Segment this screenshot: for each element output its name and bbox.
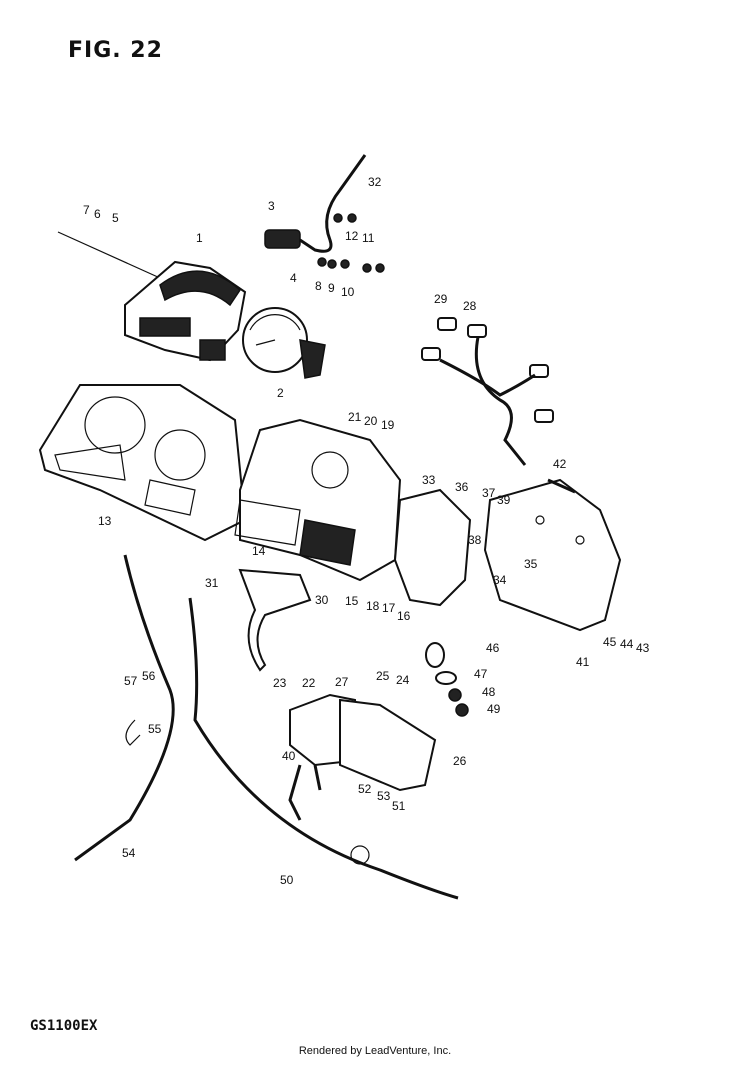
parts-diagram: 1 2 3 4 5 6 7 8 9 10 11 12 13 14 15 16 1… — [38, 154, 650, 900]
callout: 5 — [112, 211, 119, 225]
socket-part-3 — [264, 229, 301, 249]
callout: 13 — [98, 514, 112, 528]
callout: 21 — [348, 410, 362, 424]
model-code: GS1100EX — [30, 1018, 98, 1034]
callout: 20 — [364, 414, 378, 428]
callout: 31 — [205, 576, 219, 590]
callout: 29 — [434, 292, 448, 306]
callout: 18 — [366, 599, 380, 613]
clip-part-55 — [125, 719, 141, 746]
callout: 11 — [362, 231, 375, 245]
callout: 22 — [302, 676, 316, 690]
callout: 2 — [277, 386, 284, 400]
cable-part-50 — [188, 597, 459, 900]
callout: 40 — [282, 749, 296, 763]
callout: 12 — [345, 229, 359, 243]
callout: 30 — [315, 593, 329, 607]
tachometer-part-2 — [242, 307, 326, 379]
meter-case-part-13 — [38, 384, 247, 542]
callout: 42 — [553, 457, 567, 471]
callout-labels: 1 2 3 4 5 6 7 8 9 10 11 12 13 14 15 16 1… — [83, 175, 650, 887]
callout: 23 — [273, 676, 287, 690]
callout: 50 — [280, 873, 294, 887]
callout: 48 — [482, 685, 496, 699]
callout: 57 — [124, 674, 138, 688]
callout: 51 — [392, 799, 406, 813]
lower-meter-parts-22-27 — [288, 693, 437, 821]
callout: 53 — [377, 789, 391, 803]
callout: 34 — [493, 573, 507, 587]
callout: 28 — [463, 299, 477, 313]
callout: 25 — [376, 669, 390, 683]
callout: 16 — [397, 609, 411, 623]
callout: 37 — [482, 486, 496, 500]
callout: 8 — [315, 279, 322, 293]
callout: 44 — [620, 637, 634, 651]
callout: 7 — [83, 203, 90, 217]
callout: 6 — [94, 207, 101, 221]
bracket-part-33 — [393, 488, 472, 607]
callout: 35 — [524, 557, 538, 571]
callout: 49 — [487, 702, 501, 716]
callout: 27 — [335, 675, 349, 689]
callout: 43 — [636, 641, 650, 655]
callout: 52 — [358, 782, 372, 796]
washers-46-49 — [425, 642, 469, 717]
callout: 10 — [341, 285, 355, 299]
bulb-harness-part-28-29 — [421, 317, 554, 466]
callout: 3 — [268, 199, 275, 213]
clip-part-42 — [547, 478, 576, 494]
meter-assembly-part-1 — [124, 260, 247, 362]
callout: 26 — [453, 754, 467, 768]
figure-title: FIG. 22 — [68, 38, 163, 63]
callout: 24 — [396, 673, 410, 687]
callout: 45 — [603, 635, 617, 649]
callout: 14 — [252, 544, 266, 558]
callout: 36 — [455, 480, 469, 494]
inner-case-part-14-15 — [234, 418, 402, 582]
callout: 56 — [142, 669, 156, 683]
ring-part-51 — [350, 845, 370, 865]
cable-part-54 — [74, 554, 175, 862]
socket-part-30 — [238, 568, 312, 672]
callout: 47 — [474, 667, 488, 681]
callout: 33 — [422, 473, 436, 487]
callout: 19 — [381, 418, 395, 432]
callout: 17 — [382, 601, 396, 615]
callout: 39 — [497, 493, 511, 507]
callout: 46 — [486, 641, 500, 655]
wire-harness-part-32 — [299, 154, 367, 253]
footer-credit: Rendered by LeadVenture, Inc. — [298, 1045, 452, 1057]
callout: 32 — [368, 175, 382, 189]
callout: 41 — [576, 655, 590, 669]
callout: 54 — [122, 846, 136, 860]
callout: 9 — [328, 281, 335, 295]
callout: 38 — [468, 533, 482, 547]
callout: 1 — [196, 231, 203, 245]
callout: 15 — [345, 594, 359, 608]
screws-8-10 — [317, 213, 385, 273]
callout: 55 — [148, 722, 162, 736]
callout: 4 — [290, 271, 297, 285]
